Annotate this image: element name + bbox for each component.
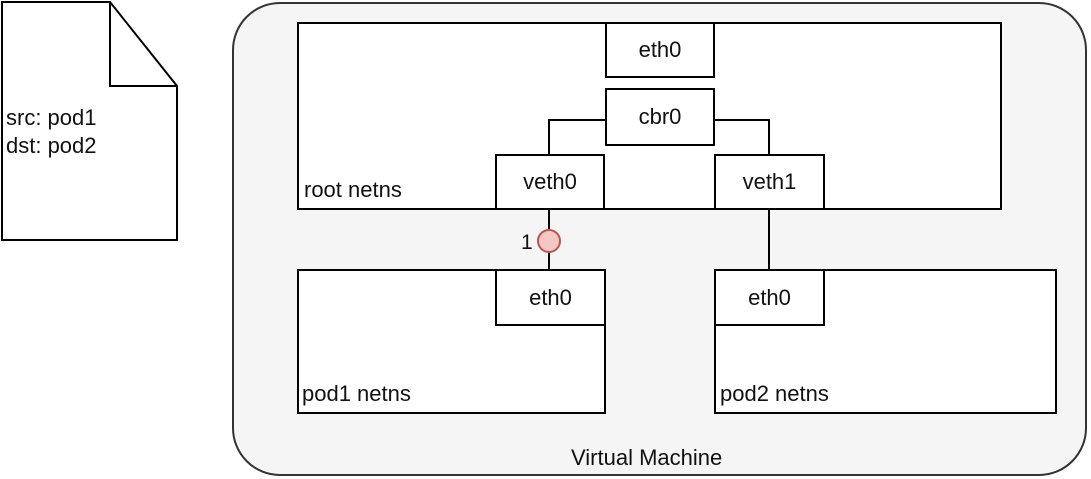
virtual-machine-label: Virtual Machine <box>571 445 723 470</box>
packet-dst: dst: pod2 <box>6 133 97 158</box>
cbr0-bridge: cbr0 <box>605 88 715 146</box>
packet-src: src: pod1 <box>6 105 97 130</box>
veth0: veth0 <box>495 154 605 210</box>
pod2-eth0: eth0 <box>714 269 825 326</box>
root-netns-label: root netns <box>304 177 402 202</box>
root-eth0: eth0 <box>605 22 715 78</box>
packet-document-icon <box>1 1 178 241</box>
step-1-marker <box>537 229 561 253</box>
step-1-number: 1 <box>521 231 533 254</box>
veth1: veth1 <box>714 154 825 210</box>
pod2-netns-label: pod2 netns <box>720 381 829 406</box>
pod1-eth0: eth0 <box>495 269 606 326</box>
pod1-netns-label: pod1 netns <box>302 381 411 406</box>
